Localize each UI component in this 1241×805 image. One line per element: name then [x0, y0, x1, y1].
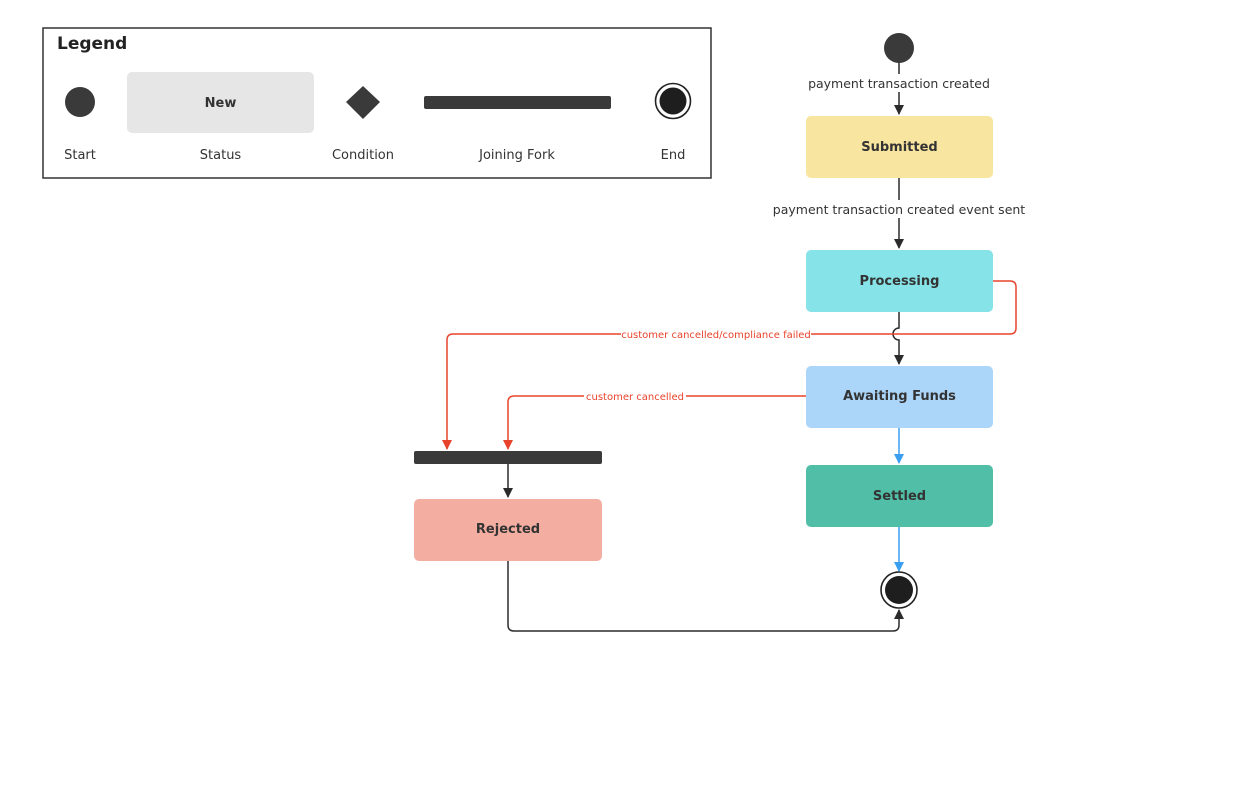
state-submitted-label: Submitted: [861, 140, 937, 155]
edge-label-bg: [772, 200, 1026, 218]
edge-label-awaiting-funds-to-fork: customer cancelled: [586, 392, 684, 403]
legend-title: Legend: [57, 34, 127, 54]
edge-label-bg: [806, 74, 992, 92]
edge-rejected-to-end: [507, 561, 904, 632]
start-node[interactable]: [884, 33, 914, 63]
state-rejected[interactable]: Rejected: [414, 499, 602, 561]
state-settled-box[interactable]: [806, 465, 993, 527]
state-processing-box[interactable]: [806, 250, 993, 312]
state-submitted[interactable]: Submitted: [806, 116, 993, 178]
legend-condition-symbol: [346, 86, 380, 119]
state-awaiting-funds-label: Awaiting Funds: [843, 389, 956, 404]
edge-label-submitted-to-processing: payment transaction created event sent: [773, 202, 1026, 217]
legend-fork-symbol: [424, 96, 611, 109]
legend-status-symbol: [127, 72, 314, 133]
edge-processing-to-awaiting-funds: [892, 312, 904, 365]
joining-fork-bar[interactable]: [414, 451, 602, 464]
legend-condition-label: Condition: [332, 148, 394, 163]
state-rejected-label: Rejected: [476, 522, 540, 537]
edge-label-start-to-submitted: payment transaction created: [808, 76, 990, 91]
edge-label-bg: [584, 389, 686, 403]
legend-end-symbol-dot: [659, 87, 687, 115]
state-settled[interactable]: Settled: [806, 465, 993, 527]
state-awaiting-funds-box[interactable]: [806, 366, 993, 428]
edge-label-processing-to-fork: customer cancelled/compliance failed: [621, 330, 811, 341]
state-settled-label: Settled: [873, 489, 926, 504]
legend-status-sample-text: New: [205, 96, 237, 111]
state-processing[interactable]: Processing: [806, 250, 993, 312]
edge-label-bg: [621, 327, 811, 341]
edge-awaiting-funds-to-fork: [503, 395, 806, 450]
state-awaiting-funds[interactable]: Awaiting Funds: [806, 366, 993, 428]
legend-start-label: Start: [64, 148, 96, 163]
edge-processing-to-fork: [442, 280, 1017, 450]
legend: Legend Start New Status Condition Joinin…: [42, 27, 712, 179]
state-rejected-box[interactable]: [414, 499, 602, 561]
legend-start-symbol: [65, 87, 95, 117]
state-processing-label: Processing: [860, 274, 940, 289]
end-node-dot: [885, 576, 913, 604]
legend-fork-label: Joining Fork: [478, 148, 555, 163]
state-submitted-box[interactable]: [806, 116, 993, 178]
legend-end-label: End: [661, 148, 686, 163]
end-node[interactable]: [880, 571, 918, 609]
legend-status-label: Status: [200, 148, 242, 163]
